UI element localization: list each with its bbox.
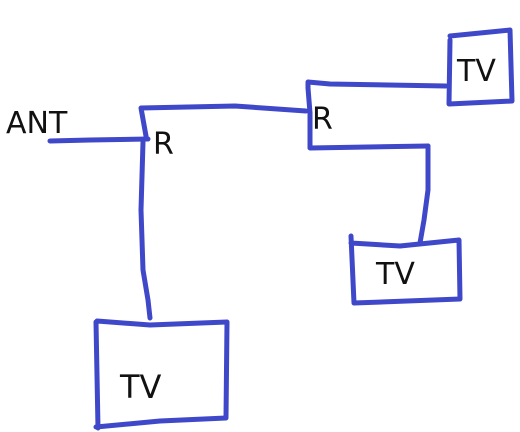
tv-middle-label: TV: [375, 257, 415, 292]
router-right-shape: [305, 79, 449, 116]
tv-bottom-label: TV: [119, 368, 162, 406]
tv-top-right-box: [446, 27, 515, 107]
router-left-label: R: [153, 127, 174, 162]
router-left-shape: [138, 103, 309, 139]
antenna-cable: [47, 136, 151, 144]
antenna-label: ANT: [6, 106, 68, 141]
router-right-base: [307, 110, 431, 151]
router-right-label: R: [312, 102, 333, 137]
cable-to-bottom-tv: [138, 139, 153, 321]
tv-bottom-box: [93, 318, 230, 431]
tv-middle-box: [348, 233, 463, 306]
cable-to-middle-tv: [417, 143, 431, 246]
tv-top-right-label: TV: [456, 54, 496, 89]
